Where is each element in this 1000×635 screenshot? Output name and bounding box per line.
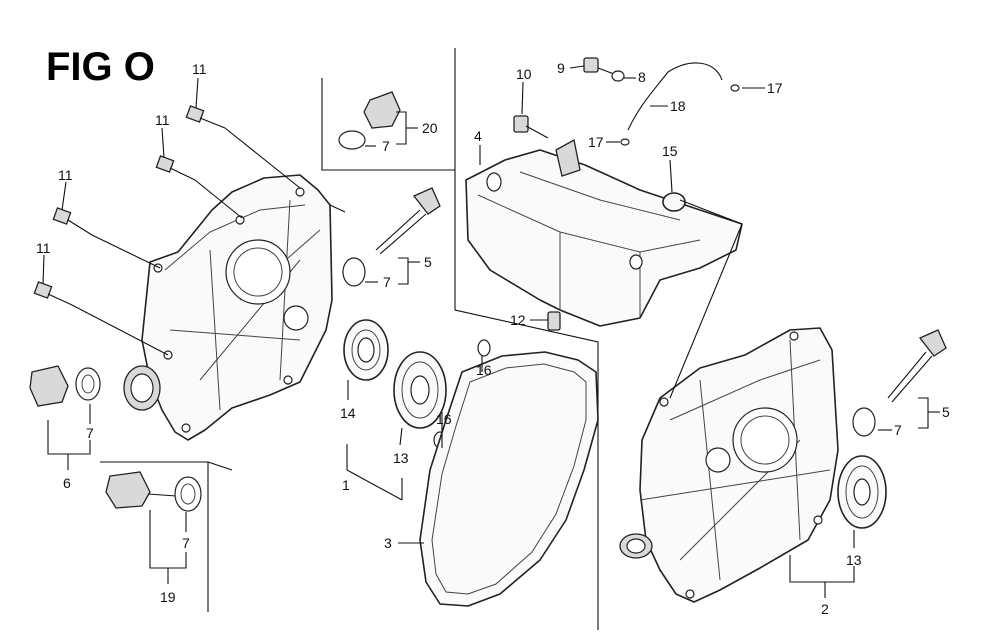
- dipstick-5-right: [852, 329, 947, 437]
- bolt-11-d: [33, 281, 169, 356]
- bolt-11-a: [185, 105, 301, 189]
- fuel-hardware: [513, 57, 625, 331]
- callout-11: 11: [36, 240, 51, 256]
- callout-17: 17: [588, 134, 604, 150]
- callout-12: 12: [510, 312, 526, 328]
- callout-5: 5: [424, 254, 432, 270]
- callout-2: 2: [821, 601, 829, 617]
- callout-7: 7: [182, 535, 190, 551]
- gasket-3: [419, 351, 599, 607]
- callout-5: 5: [942, 404, 950, 420]
- dowel-pin-16-a: [477, 339, 491, 357]
- callout-17: 17: [767, 80, 783, 96]
- drain-plug-6: [29, 365, 101, 407]
- callout-9: 9: [557, 60, 565, 76]
- dipstick-5-top: [342, 187, 441, 287]
- callout-4: 4: [474, 128, 482, 144]
- crankcase-cover-right: [619, 327, 839, 603]
- oil-plug-20: [338, 91, 401, 150]
- fuel-line-18: [620, 62, 740, 146]
- bearing-14: [343, 319, 389, 381]
- bearing-13-right: [837, 455, 887, 529]
- callout-3: 3: [384, 535, 392, 551]
- bearing-13-left: [393, 351, 447, 429]
- callout-7: 7: [894, 422, 902, 438]
- fuel-tank-4: [465, 138, 743, 327]
- callout-14: 14: [340, 405, 356, 421]
- callout-18: 18: [670, 98, 686, 114]
- callout-20: 20: [422, 120, 438, 136]
- callout-7: 7: [86, 425, 94, 441]
- callout-16: 16: [476, 362, 492, 378]
- callout-16: 16: [436, 411, 452, 427]
- callout-6: 6: [63, 475, 71, 491]
- callout-10: 10: [516, 66, 532, 82]
- crankcase-cover-left: [123, 174, 333, 441]
- callout-8: 8: [638, 69, 646, 85]
- callout-numbers: 11 11 11 11 20 7 7 5 14 13 16 16 1 7 6 7…: [36, 60, 950, 617]
- bolt-11-b: [155, 155, 243, 219]
- callout-7: 7: [383, 274, 391, 290]
- leader-lines: [42, 65, 940, 598]
- callout-15: 15: [662, 143, 678, 159]
- callout-7: 7: [382, 138, 390, 154]
- callout-13: 13: [393, 450, 409, 466]
- drain-plug-19: [105, 471, 202, 512]
- callout-19: 19: [160, 589, 176, 605]
- callout-1: 1: [342, 477, 350, 493]
- o-ring-15: [662, 192, 686, 212]
- callout-11: 11: [192, 61, 207, 77]
- figure-title: FIG O: [46, 45, 155, 89]
- bolt-11-c: [52, 207, 161, 269]
- callout-13: 13: [846, 552, 862, 568]
- callout-11: 11: [155, 112, 170, 128]
- callout-11: 11: [58, 167, 73, 183]
